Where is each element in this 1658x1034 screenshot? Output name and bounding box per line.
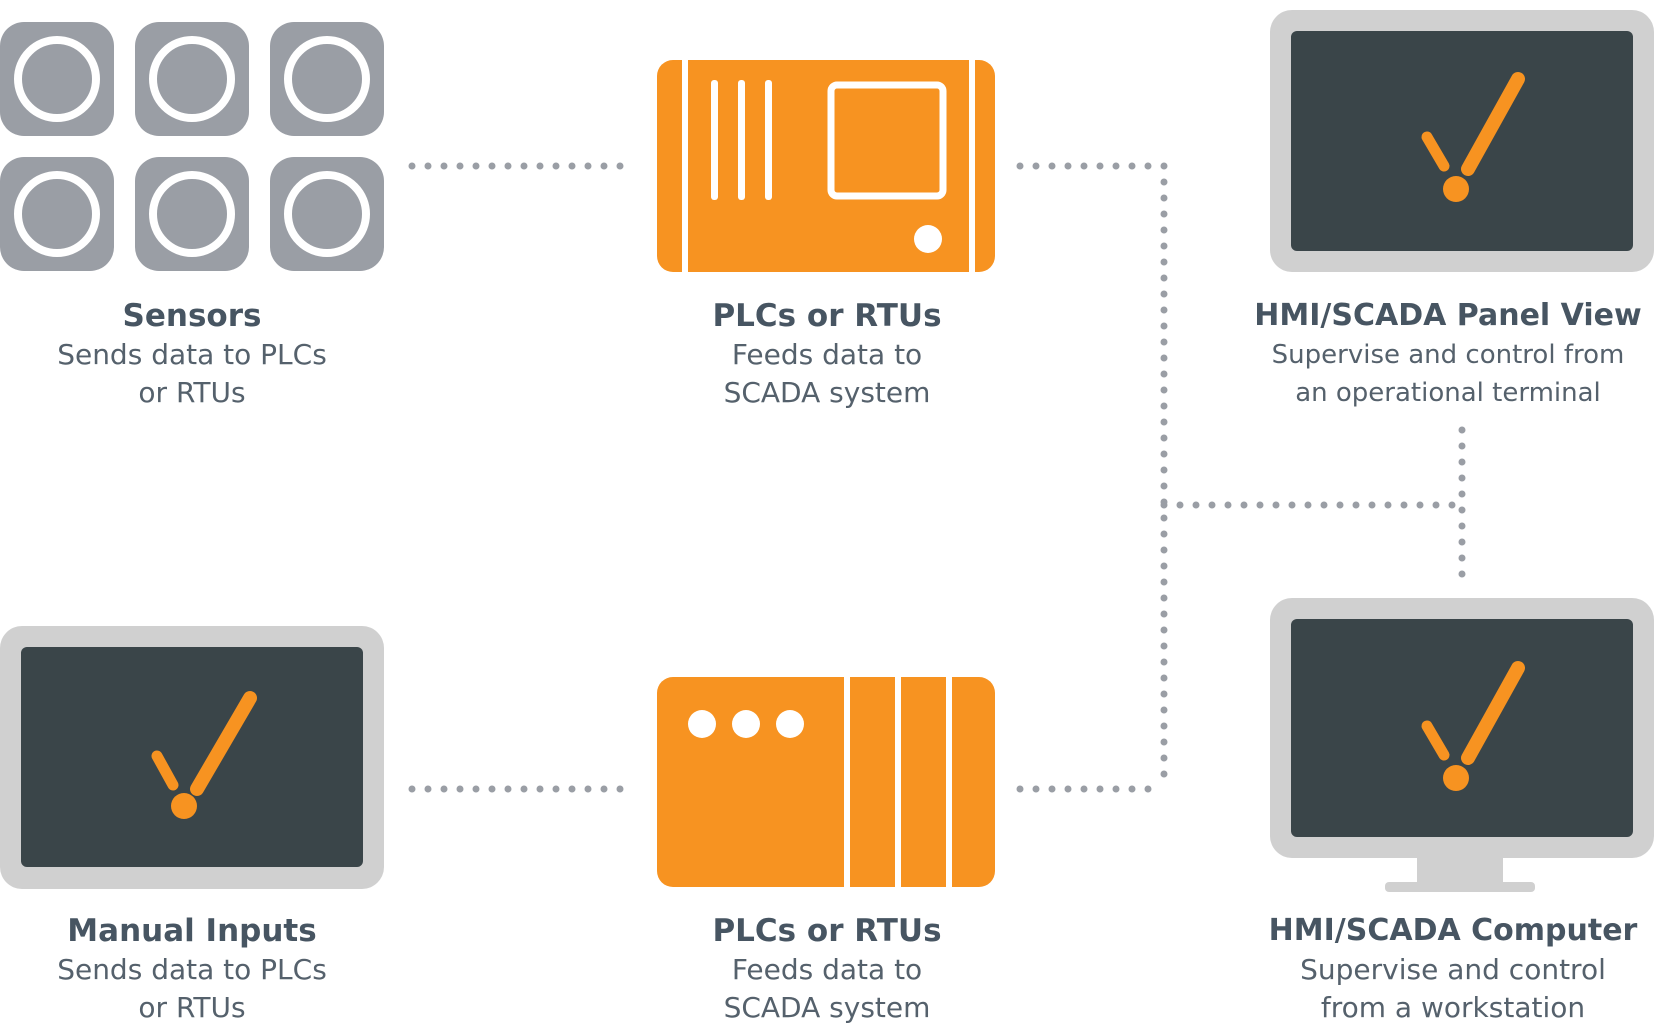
computer-title: HMI/SCADA Computer bbox=[1268, 913, 1638, 948]
sensors-desc-line1: Sends data to PLCs bbox=[57, 338, 327, 371]
plc-bottom-caption: PLCs or RTUs Feeds data to SCADA system bbox=[627, 911, 1027, 1027]
exclamation-mark-icon bbox=[151, 691, 257, 819]
panel-view-caption: HMI/SCADA Panel View Supervise and contr… bbox=[1238, 296, 1658, 412]
plc-bottom-title: PLCs or RTUs bbox=[712, 913, 942, 949]
plc-bottom-desc-line2: SCADA system bbox=[723, 991, 931, 1024]
exclamation-mark-icon bbox=[1421, 661, 1525, 791]
computer-desc-line1: Supervise and control bbox=[1300, 953, 1606, 986]
sensors-desc-line2: or RTUs bbox=[138, 376, 246, 409]
exclamation-mark-icon bbox=[1421, 72, 1525, 202]
manual-inputs-desc-line2: or RTUs bbox=[138, 991, 246, 1024]
panel-monitor-icon bbox=[1270, 10, 1654, 272]
sensors-title: Sensors bbox=[122, 298, 262, 334]
tablet-icon bbox=[0, 626, 384, 889]
panel-view-desc-line1: Supervise and control from bbox=[1271, 340, 1625, 370]
panel-view-desc-line2: an operational terminal bbox=[1295, 378, 1601, 408]
connectors bbox=[408, 162, 1466, 793]
sensors-caption: Sensors Sends data to PLCs or RTUs bbox=[0, 296, 384, 412]
computer-desc-line2: from a workstation bbox=[1320, 991, 1586, 1024]
computer-caption: HMI/SCADA Computer Supervise and control… bbox=[1248, 911, 1658, 1027]
sensor-grid-icon bbox=[0, 22, 384, 271]
manual-inputs-title: Manual Inputs bbox=[67, 913, 317, 949]
plc-module-icon bbox=[657, 677, 995, 887]
plc-rack-icon bbox=[657, 60, 995, 272]
plc-top-title: PLCs or RTUs bbox=[712, 298, 942, 334]
plc-top-desc-line1: Feeds data to bbox=[731, 338, 923, 371]
plc-top-desc-line2: SCADA system bbox=[723, 376, 931, 409]
panel-view-title: HMI/SCADA Panel View bbox=[1254, 298, 1642, 333]
manual-inputs-desc-line1: Sends data to PLCs bbox=[57, 953, 327, 986]
manual-inputs-caption: Manual Inputs Sends data to PLCs or RTUs bbox=[0, 911, 384, 1027]
plc-top-caption: PLCs or RTUs Feeds data to SCADA system bbox=[627, 296, 1027, 412]
desktop-monitor-icon bbox=[1270, 598, 1654, 892]
plc-bottom-desc-line1: Feeds data to bbox=[731, 953, 923, 986]
